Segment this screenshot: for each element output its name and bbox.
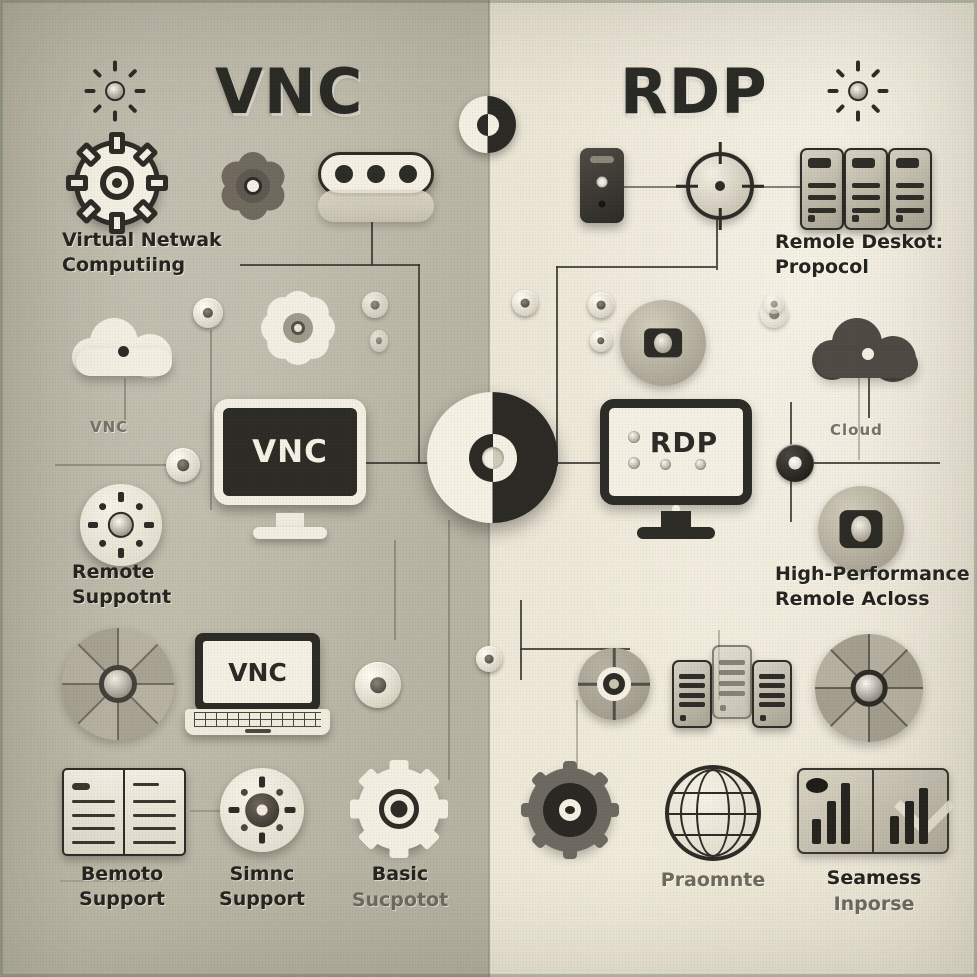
connector-line	[520, 648, 630, 650]
connector-line	[716, 190, 718, 270]
monitor-screen-label: VNC	[223, 408, 357, 496]
spoked-wheel-icon	[62, 628, 174, 740]
node-knob-icon	[776, 444, 814, 482]
right-subtitle: Remole Deskot: Propocol	[775, 231, 944, 278]
flower-icon	[258, 288, 338, 368]
server-rack-icon	[888, 148, 932, 230]
node-knob-icon	[512, 290, 538, 316]
split-disc-hub-icon	[427, 392, 558, 523]
connector-line	[556, 266, 558, 466]
node-knob-icon	[588, 292, 614, 318]
target-crosshair-icon	[676, 142, 764, 230]
book-icon	[62, 768, 186, 856]
connector-line	[556, 266, 716, 268]
right-feature-label: High-Performance Remole Acloss	[775, 563, 970, 610]
server-rack-icon	[712, 645, 752, 719]
flower-gear-icon	[215, 148, 291, 224]
lens-gear-icon	[818, 486, 904, 572]
node-knob-icon	[355, 662, 401, 708]
node-knob-icon	[764, 294, 784, 314]
target-crosshair-icon	[578, 648, 650, 720]
left-bottom-label-0: Bemoto Support	[79, 863, 165, 910]
node-knob-icon	[193, 298, 223, 328]
spoked-wheel-icon	[815, 634, 923, 742]
connector-line	[576, 700, 578, 770]
lens-gear-icon	[620, 300, 706, 386]
node-knob-icon	[362, 292, 388, 318]
left-subtitle: Virtual Netwak Computiing	[62, 229, 222, 276]
connector-line	[448, 520, 450, 780]
connector-line	[548, 462, 608, 464]
cloud-icon	[812, 318, 922, 382]
connector-line	[520, 600, 522, 680]
left-bottom-label-2: Basic	[371, 863, 429, 885]
connector-line	[858, 370, 860, 460]
connector-line	[60, 880, 160, 882]
left-cloud-label: VNC	[90, 418, 129, 436]
node-knob-icon	[166, 448, 200, 482]
node-knob-icon	[370, 330, 388, 352]
compass-dial-icon	[80, 484, 162, 566]
connector-line	[790, 462, 940, 464]
connector-line	[394, 540, 396, 640]
server-rack-icon	[672, 660, 712, 728]
monitor-screen-label: RDP	[649, 425, 719, 459]
left-feature-label: Remote Suppotnt	[72, 561, 172, 608]
connector-line	[371, 222, 373, 266]
connector-line	[55, 464, 185, 466]
connector-line	[868, 378, 870, 418]
laptop-screen-label: VNC	[203, 641, 312, 703]
globe-icon	[665, 765, 761, 861]
chart-card-icon	[797, 768, 956, 854]
router-shadow-bar-icon	[318, 190, 434, 222]
cog-wheel-icon	[521, 761, 619, 859]
left-bottom-sublabel-2: Sucpotot	[351, 889, 449, 911]
connector-line	[240, 264, 420, 266]
sun-rays-icon	[825, 58, 891, 124]
gear-icon	[66, 132, 168, 234]
laptop-icon: VNC	[185, 633, 330, 741]
right-bottom-sublabel-2: Inporse	[833, 893, 915, 915]
monitor-icon-rdp: RDP	[600, 399, 752, 539]
server-rack-icon	[752, 660, 792, 728]
node-knob-icon	[476, 646, 502, 672]
right-bottom-label-2: Seamess	[826, 867, 922, 889]
cloud-icon	[72, 318, 176, 380]
monitor-icon-vnc: VNC	[214, 399, 366, 539]
server-rack-icon	[800, 148, 844, 230]
left-bottom-label-1: Simnc Support	[219, 863, 305, 910]
right-title: RDP	[620, 55, 768, 128]
connector-line	[124, 378, 126, 420]
node-knob-icon	[590, 330, 612, 352]
sun-rays-icon	[82, 58, 148, 124]
split-coin-icon	[459, 96, 516, 153]
tower-pc-icon	[580, 148, 624, 223]
left-title: VNC	[215, 55, 364, 128]
connector-line	[418, 264, 420, 464]
server-rack-icon	[844, 148, 888, 230]
connector-line	[210, 330, 212, 510]
compass-dial-icon	[220, 768, 304, 852]
connector-line	[366, 462, 436, 464]
right-bottom-label-1: Praomnte	[660, 869, 766, 891]
right-cloud-label: Cloud	[830, 421, 883, 439]
gear-icon	[350, 760, 448, 858]
